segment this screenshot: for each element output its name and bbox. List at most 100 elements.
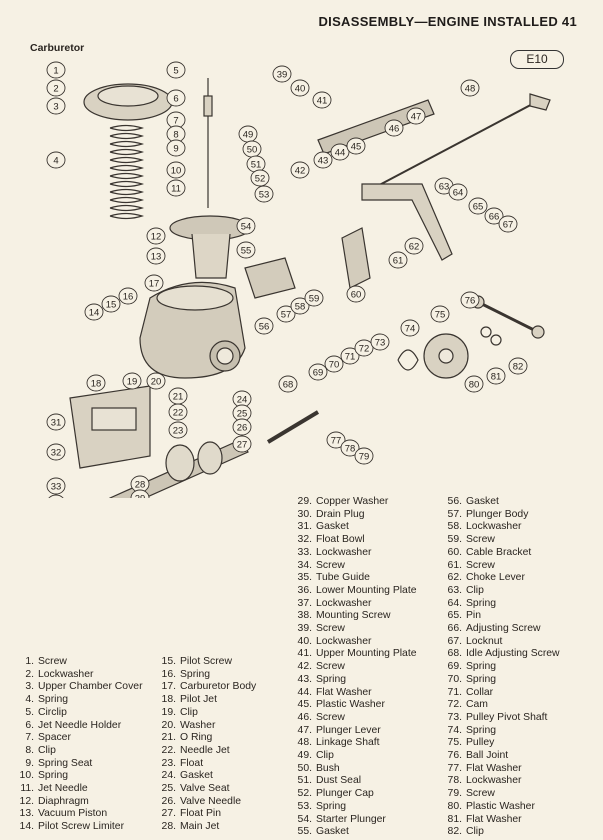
part-number: 58.: [447, 521, 462, 533]
part-name: Float Bowl: [316, 534, 365, 546]
svg-text:73: 73: [375, 338, 386, 349]
part-number: 55.: [297, 826, 312, 838]
callout-40: 40: [290, 79, 310, 97]
callout-23: 23: [168, 421, 188, 439]
callout-34: 34: [48, 494, 64, 498]
svg-text:2: 2: [53, 84, 58, 95]
part-name: Valve Needle: [180, 795, 242, 807]
callout-3: 3: [46, 97, 66, 115]
callout-14: 14: [84, 303, 104, 321]
callout-73: 73: [370, 333, 390, 351]
parts-list-item: 33.Lockwasher: [290, 547, 417, 560]
callout-57: 57: [276, 305, 296, 323]
parts-list-item: 9.Spring Seat: [12, 758, 143, 771]
parts-list-item: 51.Dust Seal: [290, 775, 417, 788]
parts-list-item: 16.Spring: [154, 669, 256, 682]
callout-49: 49: [238, 125, 258, 143]
callout-52: 52: [250, 169, 270, 187]
part-name: Tube Guide: [316, 572, 370, 584]
callout-32: 32: [46, 443, 66, 461]
svg-text:69: 69: [313, 368, 324, 379]
svg-text:20: 20: [151, 377, 162, 388]
callout-58: 58: [290, 297, 310, 315]
part-name: Spring: [316, 800, 347, 812]
svg-text:66: 66: [489, 212, 500, 223]
parts-list-item: 76.Ball Joint: [440, 750, 560, 763]
parts-list-item: 5.Circlip: [12, 707, 143, 720]
callout-50: 50: [242, 140, 262, 158]
parts-list-item: 20.Washer: [154, 720, 256, 733]
part-name: Pilot Screw: [180, 656, 232, 667]
parts-list-item: 78.Lockwasher: [440, 775, 560, 788]
part-name: Valve Seat: [180, 783, 230, 795]
callout-21: 21: [168, 387, 188, 405]
parts-list-item: 2.Lockwasher: [12, 669, 143, 682]
svg-text:47: 47: [411, 112, 422, 123]
cable-bracket-shape: [341, 227, 371, 289]
part-name: Lockwasher: [466, 521, 522, 533]
part-name: Spring: [466, 724, 497, 736]
part-name: Needle Jet: [180, 744, 230, 756]
parts-list-item: 7.Spacer: [12, 732, 143, 745]
callout-28: 28: [130, 475, 150, 493]
parts-list-item: 50.Bush: [290, 763, 417, 776]
parts-list-item: 19.Clip: [154, 707, 256, 720]
part-number: 65.: [447, 610, 462, 622]
callout-33: 33: [46, 477, 66, 495]
part-number: 70.: [447, 673, 462, 685]
callout-1: 1: [46, 61, 66, 79]
callout-19: 19: [122, 372, 142, 390]
part-name: Jet Needle: [38, 783, 88, 795]
svg-text:54: 54: [241, 222, 252, 233]
part-number: 3.: [25, 681, 34, 693]
part-number: 73.: [447, 711, 462, 723]
parts-list-item: 42.Screw: [290, 661, 417, 674]
parts-list-item: 74.Spring: [440, 725, 560, 738]
part-name: Mounting Screw: [316, 610, 391, 622]
callout-53: 53: [254, 185, 274, 203]
callout-54: 54: [236, 217, 256, 235]
parts-list-item: 34.Screw: [290, 560, 417, 573]
parts-list-item: 52.Plunger Cap: [290, 788, 417, 801]
part-name: Spring: [316, 673, 347, 685]
callout-75: 75: [430, 305, 450, 323]
callout-9: 9: [166, 139, 186, 157]
part-name: Plunger Body: [466, 508, 529, 520]
svg-text:42: 42: [295, 166, 306, 177]
parts-list-item: 80.Plastic Washer: [440, 801, 560, 814]
part-name: Plunger Lever: [316, 724, 381, 736]
callout-74: 74: [400, 319, 420, 337]
spring-shape: [109, 124, 145, 220]
callout-27: 27: [232, 435, 252, 453]
callout-29: 29: [130, 489, 150, 498]
part-number: 32.: [297, 534, 312, 546]
svg-text:45: 45: [351, 142, 362, 153]
part-name: O Ring: [180, 732, 213, 744]
part-number: 1.: [25, 656, 34, 667]
part-number: 64.: [447, 597, 462, 609]
svg-text:18: 18: [91, 379, 102, 390]
part-name: Diaphragm: [38, 795, 89, 807]
callout-79: 79: [354, 447, 374, 465]
callout-2: 2: [46, 79, 66, 97]
svg-text:79: 79: [359, 452, 370, 463]
part-name: Spring: [466, 597, 497, 609]
part-number: 17.: [161, 681, 176, 693]
parts-list-item: 63.Clip: [440, 585, 560, 598]
svg-text:52: 52: [255, 174, 266, 185]
part-number: 10.: [19, 770, 34, 782]
callout-78: 78: [340, 439, 360, 457]
part-name: Spring Seat: [38, 757, 93, 769]
part-name: Screw: [466, 788, 495, 800]
svg-text:58: 58: [295, 302, 306, 313]
part-name: Flat Washer: [316, 686, 372, 698]
callout-80: 80: [464, 375, 484, 393]
svg-text:22: 22: [173, 408, 184, 419]
parts-list-item: 59.Screw: [440, 534, 560, 547]
part-number: 82.: [447, 826, 462, 838]
parts-list-item: 79.Screw: [440, 788, 560, 801]
part-name: Main Jet: [180, 821, 220, 833]
